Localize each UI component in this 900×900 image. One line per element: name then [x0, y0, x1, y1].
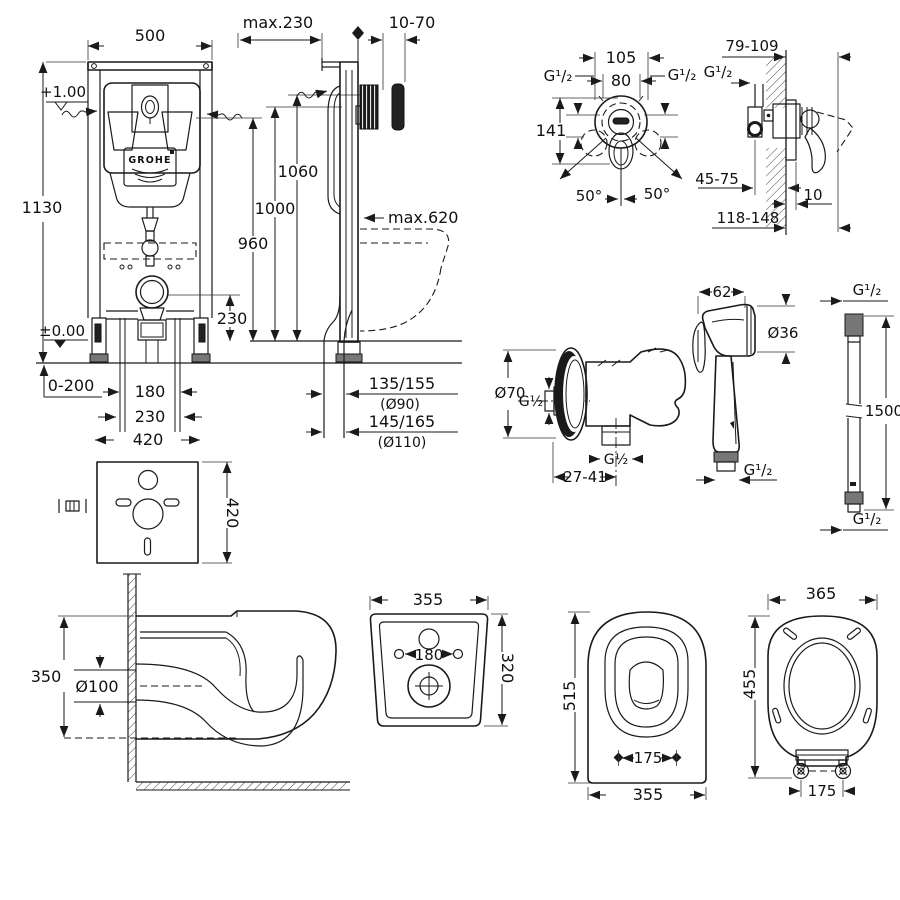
- dim-mixer-height: 141: [536, 121, 567, 140]
- dim-drain-b-dia: (Ø110): [378, 435, 427, 451]
- dim-drain-height: 230: [217, 309, 248, 328]
- dim-bowl-height: 350: [31, 667, 62, 686]
- level-zero-label: ±0.00: [39, 322, 85, 340]
- dim-drain-b: 145/165: [369, 412, 435, 431]
- wall-union-holder: Ø70 G½ G½ 27-41: [495, 347, 687, 486]
- dim-plan-hole-spacing: 180: [415, 646, 444, 664]
- water-supply-arrow-side: [296, 89, 328, 99]
- dim-mixer-depth-body: 45-75: [695, 170, 739, 188]
- flush-plate-marker: [352, 26, 364, 40]
- hose-thread-bottom: G¹/₂: [853, 510, 882, 528]
- mixer-front-view: 105 80 G¹/₂ G¹/₂ 141 50° 50°: [536, 48, 697, 206]
- height-dimensions: 960 1000 1060 230: [196, 94, 362, 341]
- mixer-angle-right: 50°: [644, 185, 671, 203]
- frame-front-view: GROHE 500 1130 +1.00 ±0.00 0-200 180 230: [22, 26, 462, 432]
- dim-bowl-fixing-spacing: 175: [634, 749, 663, 767]
- dim-holder-wall-range: 27-41: [563, 468, 607, 486]
- hand-spray: 62 Ø36 G¹/₂: [692, 283, 799, 485]
- water-supply-arrow-right: [206, 110, 243, 121]
- dim-plate-width: 420: [133, 430, 164, 449]
- dim-height-960: 960: [238, 234, 269, 253]
- bowl-side-view: 350 Ø100: [31, 573, 350, 791]
- level-top-label: +1.00: [40, 83, 86, 101]
- spray-thread: G¹/₂: [744, 461, 773, 479]
- dim-spray-width: 62: [712, 283, 731, 301]
- mixer-side-view: 79-109 G¹/₂ 45-75 10 118-148: [695, 37, 854, 235]
- dim-frame-height: 1130: [22, 198, 63, 217]
- dim-mixer-outer: 105: [606, 48, 637, 67]
- dim-plan-depth: 320: [498, 653, 517, 684]
- dim-stud-spacing: 180: [135, 382, 166, 401]
- dim-drain-a-dia: (Ø90): [380, 397, 420, 413]
- toilet-seat: 365 455 175: [740, 584, 878, 800]
- mixer-thread-right: G¹/₂: [668, 66, 697, 84]
- flush-plate: [391, 83, 405, 131]
- dim-bowl-depth: 515: [560, 681, 579, 712]
- frame-side-view: max.230 10-70 max.620 135/155 (Ø90) 145/…: [237, 13, 458, 451]
- dim-spray-head-dia: Ø36: [768, 324, 799, 342]
- mixer-angle-left: 50°: [576, 187, 603, 205]
- dim-floor-range: 0-200: [48, 376, 95, 395]
- dim-wall-offset: max.230: [243, 13, 313, 32]
- dim-mixer-plate-depth: 10: [803, 186, 822, 204]
- dim-seat-width: 365: [806, 584, 837, 603]
- water-supply-arrow-left: [61, 107, 98, 118]
- bowl-top-view: 515 175 355: [560, 611, 707, 804]
- dim-seat-depth: 455: [740, 669, 759, 700]
- dim-drain-spacing: 230: [135, 407, 166, 426]
- brand-logo-text: GROHE: [128, 155, 171, 166]
- dim-frame-width: 500: [135, 26, 166, 45]
- bowl-mounting-plan: 355 180 320: [369, 590, 517, 727]
- wall-hatch-upper: [766, 58, 786, 108]
- mixer-side-thread: G¹/₂: [704, 63, 733, 81]
- dim-plan-width: 355: [413, 590, 444, 609]
- dim-depth-max: max.620: [388, 208, 458, 227]
- holder-thread-in: G½: [519, 394, 543, 410]
- dim-bowl-outlet-dia: Ø100: [75, 677, 118, 696]
- dim-mixer-depth-total: 118-148: [717, 209, 780, 227]
- dim-hose-length: 1500: [865, 402, 900, 420]
- flush-actuator-housing: [359, 84, 379, 130]
- dim-seat-hinge-spacing: 175: [808, 782, 837, 800]
- dim-mixer-depth-top: 79-109: [725, 37, 778, 55]
- sound-insulation-plate: 420 420: [58, 430, 242, 564]
- holder-thread-out: G½: [604, 452, 628, 468]
- hose-thread-top: G¹/₂: [853, 281, 882, 299]
- dim-plate-height: 420: [223, 498, 242, 529]
- dim-height-1060: 1060: [278, 162, 319, 181]
- shower-hose: G¹/₂ 1500 G¹/₂: [820, 281, 900, 535]
- dim-mixer-inner: 80: [611, 71, 631, 90]
- dim-flange-dia: Ø70: [495, 384, 526, 402]
- mixer-thread-left: G¹/₂: [544, 67, 573, 85]
- dim-drain-a: 135/155: [369, 374, 435, 393]
- dim-plate-range: 10-70: [389, 13, 436, 32]
- dim-height-1000: 1000: [255, 199, 296, 218]
- dim-bowl-width: 355: [633, 785, 664, 804]
